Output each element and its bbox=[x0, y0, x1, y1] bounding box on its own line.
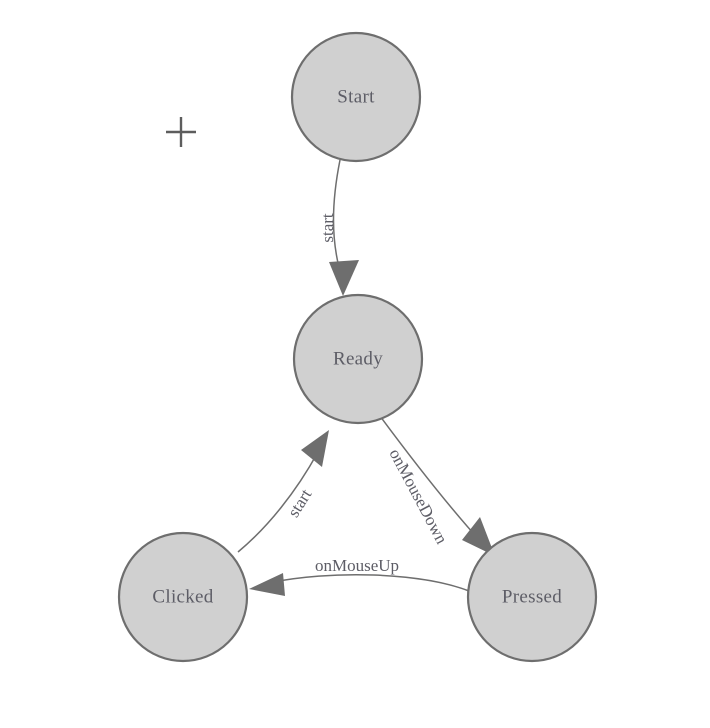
edge-pressed-to-clicked[interactable] bbox=[249, 573, 470, 596]
edge-label-start-to-ready: start bbox=[318, 213, 337, 243]
edge-path-clicked-to-ready bbox=[237, 451, 319, 553]
node-clicked-circle[interactable] bbox=[117, 531, 249, 663]
node-pressed[interactable]: Pressed bbox=[466, 531, 598, 663]
node-pressed-label: Pressed bbox=[502, 586, 562, 607]
crosshair-icon[interactable] bbox=[166, 117, 196, 147]
node-clicked-label: Clicked bbox=[152, 586, 213, 607]
edge-path-pressed-to-clicked bbox=[267, 573, 470, 592]
node-pressed-circle[interactable] bbox=[466, 531, 598, 663]
edge-label-clicked-to-ready: start bbox=[284, 485, 316, 520]
arrowhead-ready-to-pressed bbox=[462, 517, 495, 556]
node-ready-label: Ready bbox=[333, 348, 383, 369]
node-clicked[interactable]: Clicked bbox=[117, 531, 249, 663]
arrowhead-clicked-to-ready bbox=[301, 430, 329, 467]
arrowhead-pressed-to-clicked bbox=[249, 573, 285, 596]
node-start-label: Start bbox=[337, 86, 375, 107]
node-ready-circle[interactable] bbox=[292, 293, 424, 425]
edge-ready-to-pressed[interactable] bbox=[379, 415, 495, 556]
arrowhead-start-to-ready bbox=[329, 260, 359, 296]
edge-label-pressed-to-clicked: onMouseUp bbox=[315, 556, 399, 575]
node-start-circle[interactable] bbox=[290, 31, 422, 163]
edge-clicked-to-ready[interactable] bbox=[237, 430, 329, 553]
node-start[interactable]: Start bbox=[290, 31, 422, 163]
node-ready[interactable]: Ready bbox=[292, 293, 424, 425]
edge-start-to-ready[interactable] bbox=[329, 159, 359, 296]
